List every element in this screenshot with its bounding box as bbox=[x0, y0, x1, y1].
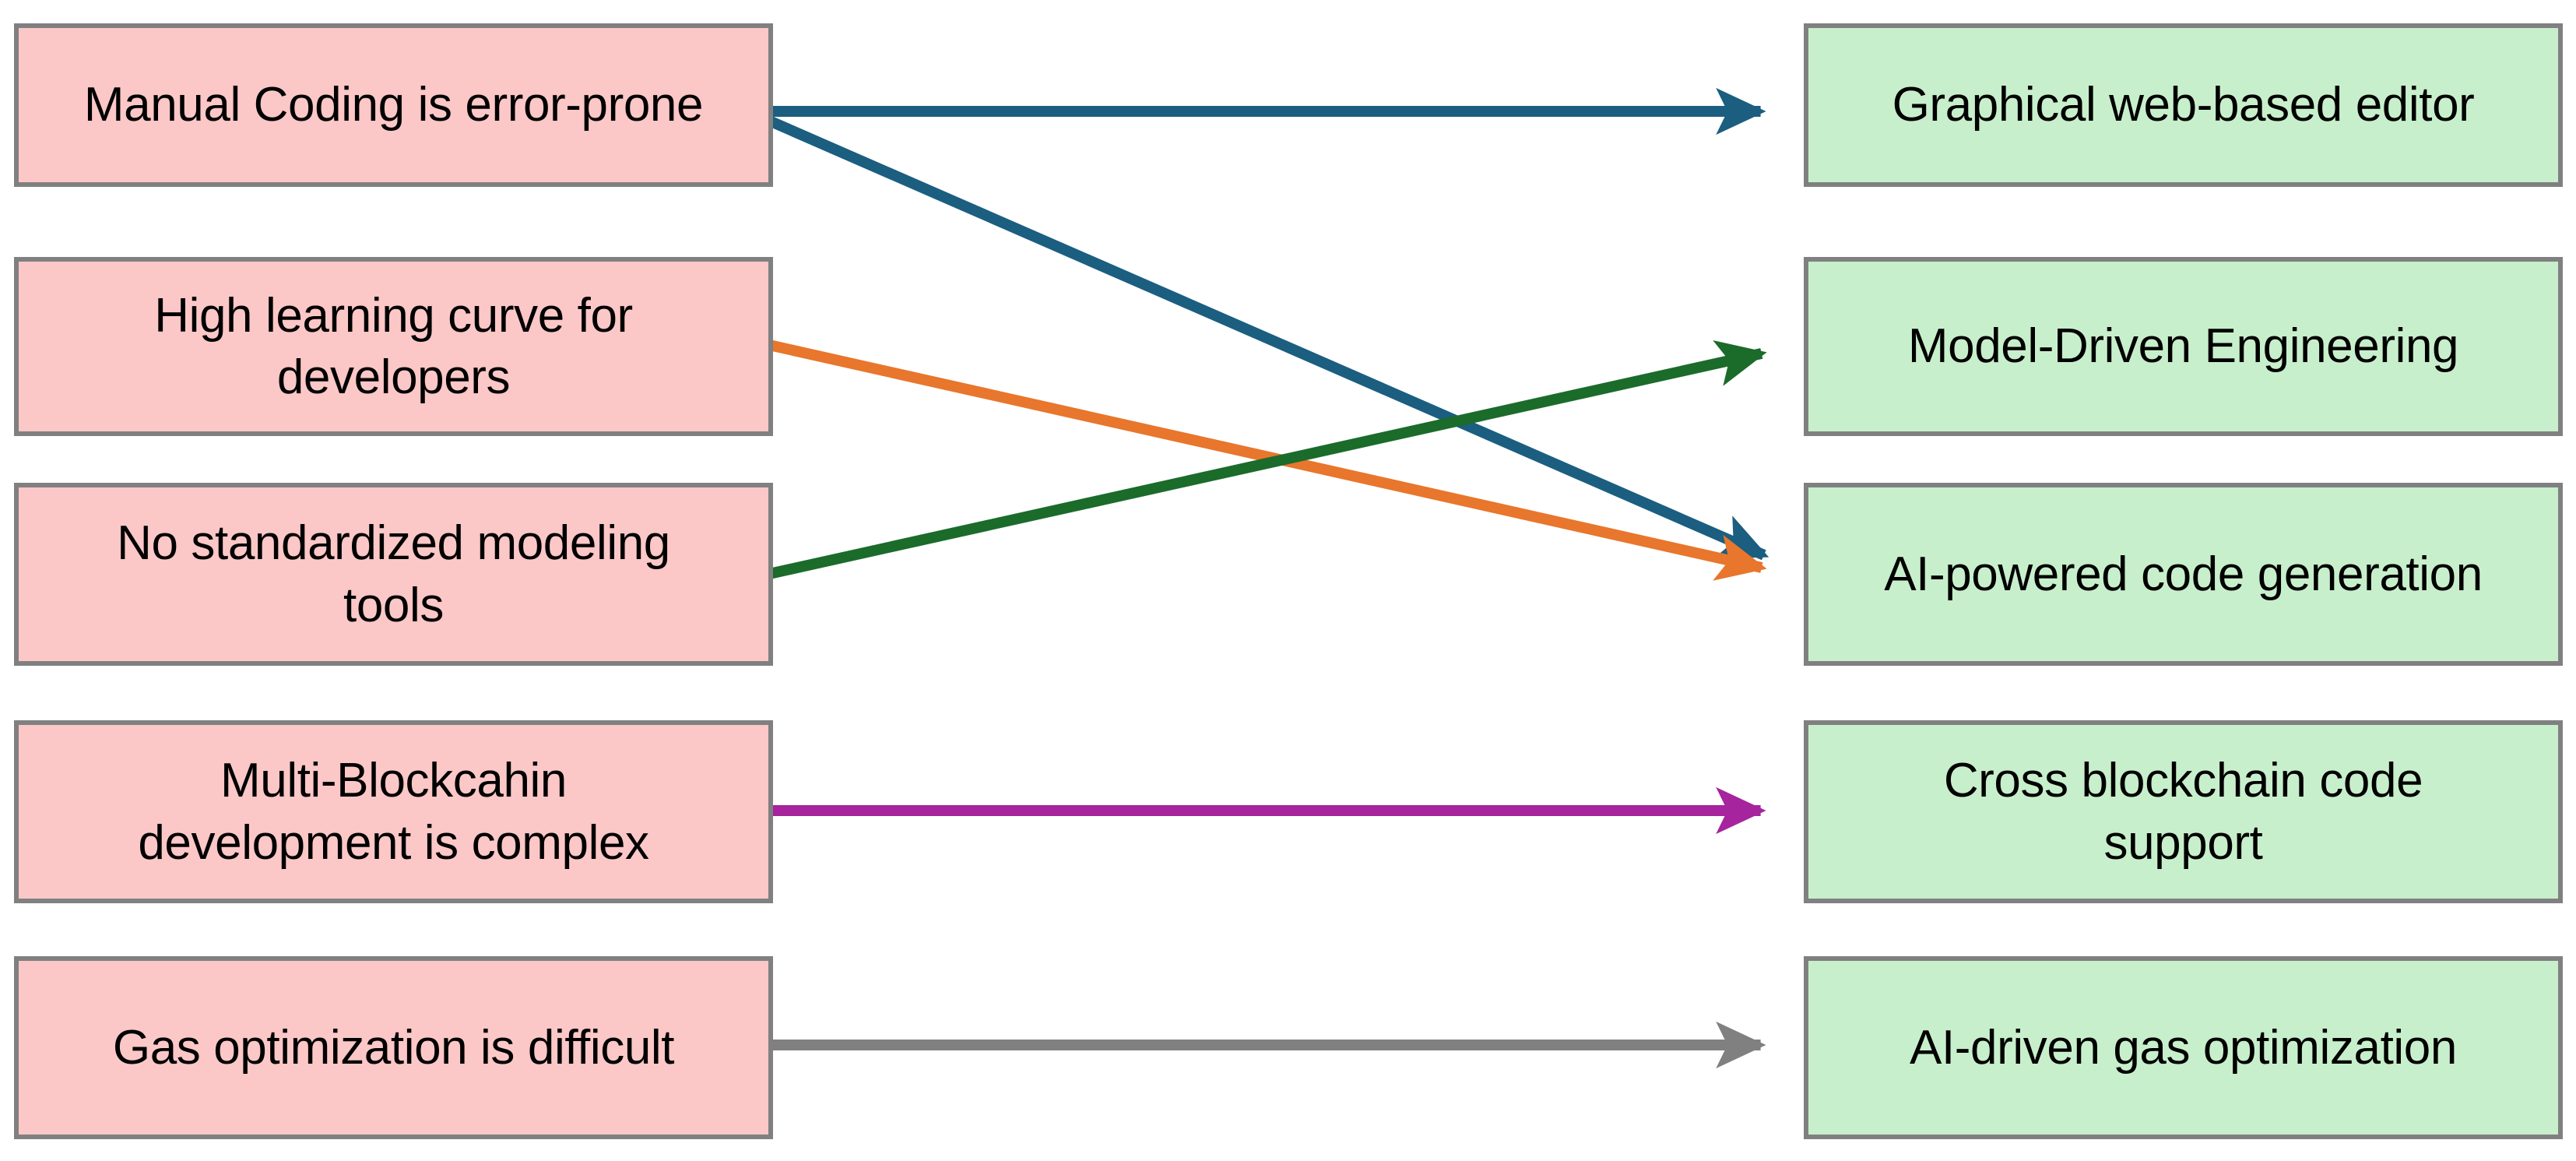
problem-node-label: Multi-Blockcahin development is complex bbox=[138, 754, 649, 870]
solution-node-s3[interactable]: AI-powered code generation bbox=[1804, 483, 2563, 666]
solution-node-label: Graphical web-based editor bbox=[1892, 78, 2475, 132]
problem-node-p1[interactable]: Manual Coding is error-prone bbox=[14, 23, 773, 187]
problem-node-label: High learning curve for developers bbox=[154, 288, 633, 404]
solution-node-s5[interactable]: AI-driven gas optimization bbox=[1804, 956, 2563, 1139]
solution-node-label: Model-Driven Engineering bbox=[1907, 319, 2459, 374]
problem-node-p5[interactable]: Gas optimization is difficult bbox=[14, 956, 773, 1139]
edge-p2-to-s3 bbox=[768, 340, 1767, 581]
problem-node-p3[interactable]: No standardized modeling tools bbox=[14, 483, 773, 666]
problem-node-p4[interactable]: Multi-Blockcahin development is complex bbox=[14, 720, 773, 903]
problem-node-label: Manual Coding is error-prone bbox=[83, 78, 704, 132]
solution-node-s2[interactable]: Model-Driven Engineering bbox=[1804, 257, 2563, 436]
solution-node-label: AI-powered code generation bbox=[1884, 547, 2483, 601]
problem-node-p2[interactable]: High learning curve for developers bbox=[14, 257, 773, 436]
solution-node-s1[interactable]: Graphical web-based editor bbox=[1804, 23, 2563, 187]
edge-p3-to-s2 bbox=[768, 340, 1767, 579]
edge-p1-to-s3 bbox=[767, 115, 1769, 561]
problem-node-label: No standardized modeling tools bbox=[117, 516, 670, 632]
solution-node-label: AI-driven gas optimization bbox=[1910, 1020, 2457, 1075]
solution-node-label: Cross blockchain code support bbox=[1943, 754, 2423, 870]
solution-node-s4[interactable]: Cross blockchain code support bbox=[1804, 720, 2563, 903]
problem-node-label: Gas optimization is difficult bbox=[112, 1020, 675, 1075]
